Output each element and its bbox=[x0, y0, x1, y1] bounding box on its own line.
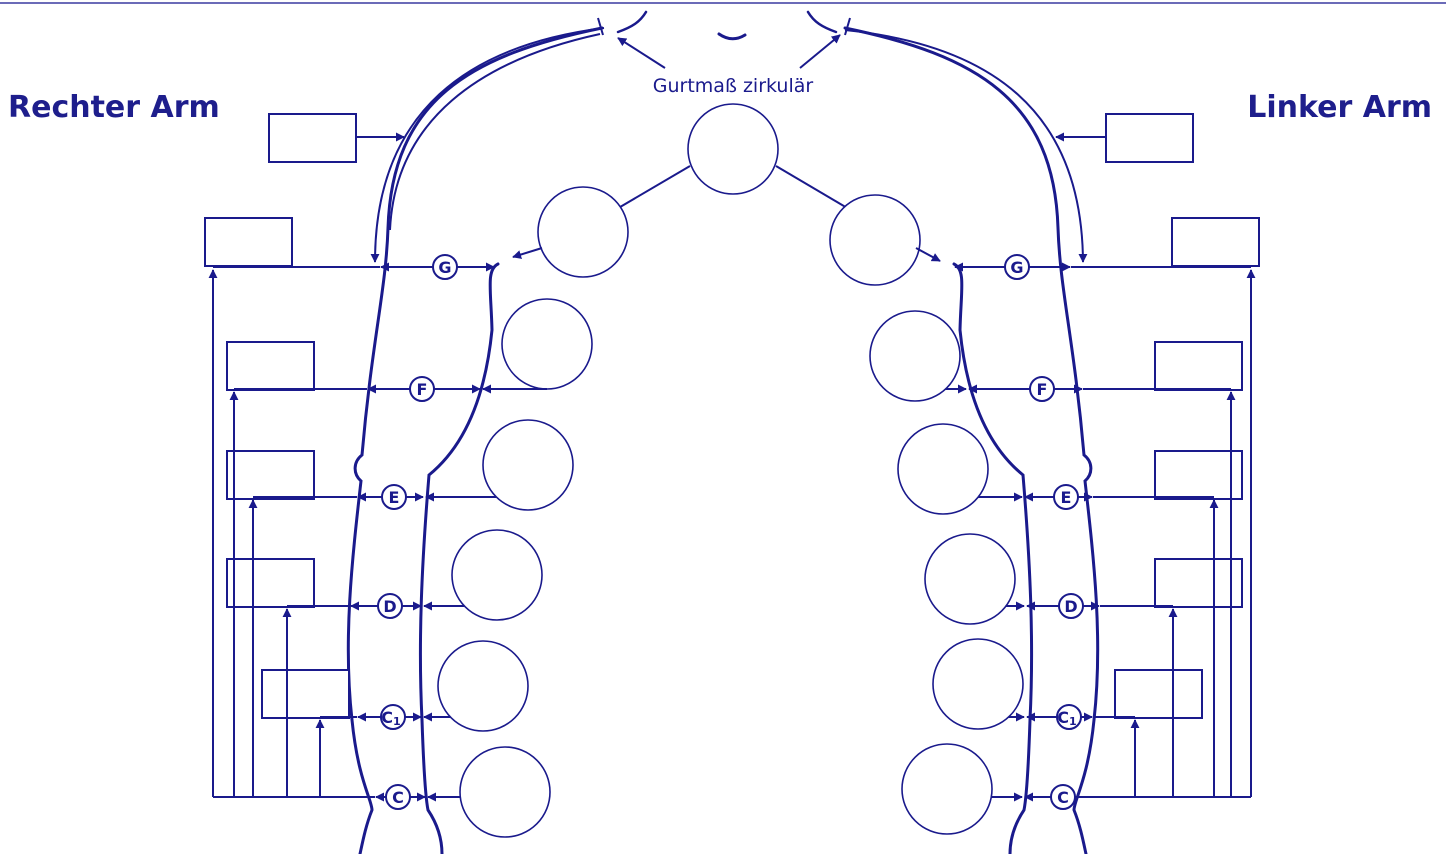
right-neck-to-g-arrow bbox=[370, 27, 605, 263]
right-level-badge-g bbox=[432, 254, 458, 280]
right-level-label-c: C bbox=[385, 784, 411, 810]
top-branch-right-arm bbox=[614, 165, 691, 211]
left-value-box-d bbox=[1154, 558, 1243, 608]
right-value-box-c1 bbox=[261, 669, 350, 719]
chin-mark bbox=[717, 32, 747, 41]
left-neck-tick bbox=[844, 17, 851, 36]
left-level-badge-f bbox=[1029, 376, 1055, 402]
right-level-label-g: G bbox=[432, 254, 458, 280]
right-level-badge-c bbox=[385, 784, 411, 810]
right-level-badge-e bbox=[381, 484, 407, 510]
left-level-text-e: E bbox=[1061, 488, 1072, 507]
left-arm-outer-contour bbox=[843, 26, 1100, 854]
neck-left-line bbox=[616, 10, 648, 34]
left-level-label-f: F bbox=[1029, 376, 1055, 402]
left-level-label-c1: C1 bbox=[1056, 704, 1082, 730]
left-level-text-g: G bbox=[1010, 258, 1023, 277]
right-circle-link-g bbox=[512, 247, 543, 259]
left-level-badge-c1 bbox=[1056, 704, 1082, 730]
right-value-box-d bbox=[226, 558, 315, 608]
left-value-box-c1 bbox=[1114, 669, 1203, 719]
circumference-label: Gurtmaß zirkulär bbox=[653, 75, 814, 97]
body-outline bbox=[346, 10, 1100, 854]
right-measure-circle-d bbox=[451, 529, 543, 621]
left-level-text-c: C bbox=[1057, 788, 1069, 807]
left-value-box-e bbox=[1154, 450, 1243, 500]
right-value-box-g bbox=[204, 217, 293, 267]
right-value-box-e bbox=[226, 450, 315, 500]
right-measure-circle-g bbox=[537, 186, 629, 278]
left-level-label-d: D bbox=[1058, 593, 1084, 619]
right-arm-heading: Rechter Arm bbox=[8, 90, 220, 125]
neck-right-line bbox=[806, 10, 838, 34]
left-level-badge-d bbox=[1058, 593, 1084, 619]
right-level-text-g: G bbox=[438, 258, 451, 277]
left-level-label-e: E bbox=[1053, 484, 1079, 510]
left-measure-circle-e bbox=[897, 423, 989, 515]
right-level-text-d: D bbox=[383, 597, 396, 616]
right-level-text-f: F bbox=[417, 380, 428, 399]
left-measure-circle-c1 bbox=[932, 638, 1024, 730]
measurement-structure bbox=[204, 17, 1260, 838]
measurement-labels: G F E D C1C G F E D C1C bbox=[377, 254, 1084, 810]
right-level-label-d: D bbox=[377, 593, 403, 619]
right-circumference-arrow bbox=[617, 37, 666, 69]
right-value-box-f bbox=[226, 341, 315, 391]
right-level-badge-f bbox=[409, 376, 435, 402]
left-neck-to-g-arrow bbox=[844, 29, 1088, 263]
top-branch-left-arm bbox=[775, 165, 855, 213]
left-measure-circle-c bbox=[901, 743, 993, 835]
right-level-badge-d bbox=[377, 593, 403, 619]
right-level-text-c: C bbox=[392, 788, 404, 807]
right-level-label-e: E bbox=[381, 484, 407, 510]
top-measure-circle bbox=[687, 103, 779, 195]
right-level-label-c1: C1 bbox=[380, 704, 406, 730]
right-level-badge-c1 bbox=[380, 704, 406, 730]
right-neck-contour-a bbox=[389, 33, 601, 231]
right-arm-inner-contour bbox=[418, 262, 500, 854]
left-value-box-f bbox=[1154, 341, 1243, 391]
left-circle-link-g bbox=[915, 247, 941, 262]
right-arm-outer-contour bbox=[346, 26, 604, 854]
left-arm-heading: Linker Arm bbox=[1247, 90, 1432, 125]
left-level-badge-g bbox=[1004, 254, 1030, 280]
right-neck-tick bbox=[597, 17, 604, 36]
left-level-label-g: G bbox=[1004, 254, 1030, 280]
left-shoulder-value-box bbox=[1105, 113, 1194, 163]
left-value-box-g bbox=[1171, 217, 1260, 267]
right-measure-circle-c1 bbox=[437, 640, 529, 732]
right-level-text-e: E bbox=[389, 488, 400, 507]
right-shoulder-value-box bbox=[268, 113, 357, 163]
right-measure-circle-c bbox=[459, 746, 551, 838]
left-level-text-f: F bbox=[1037, 380, 1048, 399]
left-level-text-d: D bbox=[1064, 597, 1077, 616]
left-arm-inner-contour bbox=[952, 262, 1034, 854]
right-measure-circle-e bbox=[482, 419, 574, 511]
left-measure-circle-d bbox=[924, 533, 1016, 625]
left-circumference-arrow bbox=[799, 34, 841, 69]
left-measure-circle-f bbox=[869, 310, 961, 402]
left-measure-circle-g bbox=[829, 194, 921, 286]
left-level-label-c: C bbox=[1050, 784, 1076, 810]
left-level-badge-e bbox=[1053, 484, 1079, 510]
right-measure-circle-f bbox=[501, 298, 593, 390]
left-level-badge-c bbox=[1050, 784, 1076, 810]
right-level-label-f: F bbox=[409, 376, 435, 402]
